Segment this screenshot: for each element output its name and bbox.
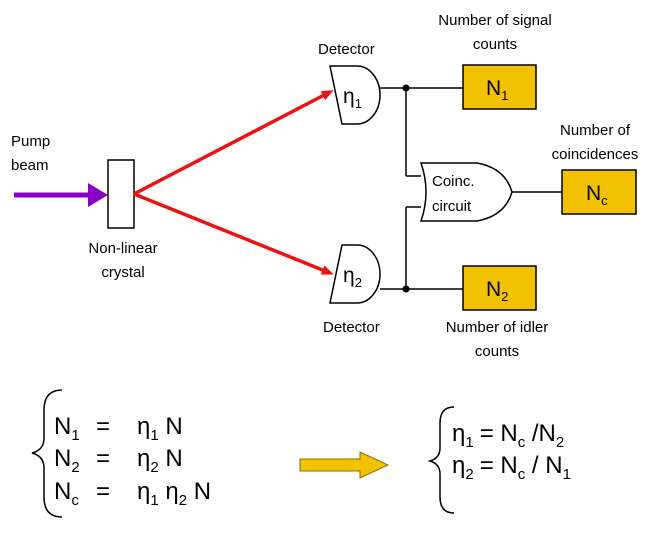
counter-n2-text: N2 — [486, 278, 508, 304]
svg-text:=: = — [96, 478, 110, 505]
idler-counts-label-line1: Number of idler — [446, 319, 549, 336]
svg-text:η1= Nc /N2: η1= Nc /N2 — [452, 420, 564, 451]
crystal-label-line2: crystal — [101, 264, 144, 281]
svg-text:η1 η2 N: η1 η2 N — [137, 478, 211, 509]
detector1-label: Detector — [318, 41, 375, 58]
svg-text:N2: N2 — [54, 445, 80, 476]
svg-text:=: = — [96, 413, 110, 440]
svg-text:η2= Nc / N1: η2= Nc / N1 — [452, 452, 571, 483]
coinc-label-line1: Coinc. — [432, 173, 475, 190]
equation-row-eta1: η1= Nc /N2 — [452, 420, 564, 451]
crystal-label-line1: Non-linear — [88, 240, 157, 257]
counter-n1 — [462, 64, 537, 110]
detector1-efficiency: η1 — [343, 85, 362, 111]
right-system-brace — [427, 406, 455, 514]
counter-nc-text: Nc — [586, 182, 608, 208]
wiring — [380, 87, 562, 290]
svg-text:η1 N: η1 N — [137, 413, 183, 444]
junction-dot-1 — [402, 84, 410, 92]
detector2-label: Detector — [323, 319, 380, 336]
nonlinear-crystal — [107, 159, 135, 229]
counter-n2 — [462, 265, 537, 311]
signal-counts-label-line2: counts — [473, 36, 517, 53]
pump-label-line1: Pump — [11, 133, 50, 150]
coinc-label-line2: circuit — [432, 198, 472, 215]
pump-beam-arrowhead — [88, 183, 108, 207]
signal-photon-path — [133, 90, 334, 196]
detector2-gate — [329, 244, 381, 304]
coincidence-circuit-gate — [419, 162, 513, 222]
counter-nc — [561, 169, 637, 215]
left-system-brace — [31, 389, 63, 518]
svg-text:=: = — [96, 445, 110, 472]
pump-label-line2: beam — [11, 157, 49, 174]
svg-text:N1: N1 — [54, 413, 80, 444]
svg-text:Nc: Nc — [54, 478, 79, 509]
idler-photon-path — [133, 192, 334, 275]
implication-arrow — [299, 451, 390, 479]
equation-row-eta2: η2= Nc / N1 — [452, 452, 571, 483]
idler-counts-label-line2: counts — [475, 343, 519, 360]
svg-text:η2 N: η2 N — [137, 445, 183, 476]
equation-row-nc: Nc = η1 η2 N — [54, 478, 211, 509]
coincidences-label-line1: Number of — [560, 122, 631, 139]
detector1-gate — [329, 65, 381, 125]
signal-counts-label-line1: Number of signal — [438, 12, 551, 29]
counter-n1-text: N1 — [486, 77, 508, 103]
equation-row-n1: N1 = η1 N — [54, 413, 183, 444]
coincidences-label-line2: coincidences — [552, 146, 639, 163]
equation-row-n2: N2 = η2 N — [54, 445, 183, 476]
junction-dot-2 — [402, 285, 410, 293]
detector2-efficiency: η2 — [343, 264, 362, 290]
